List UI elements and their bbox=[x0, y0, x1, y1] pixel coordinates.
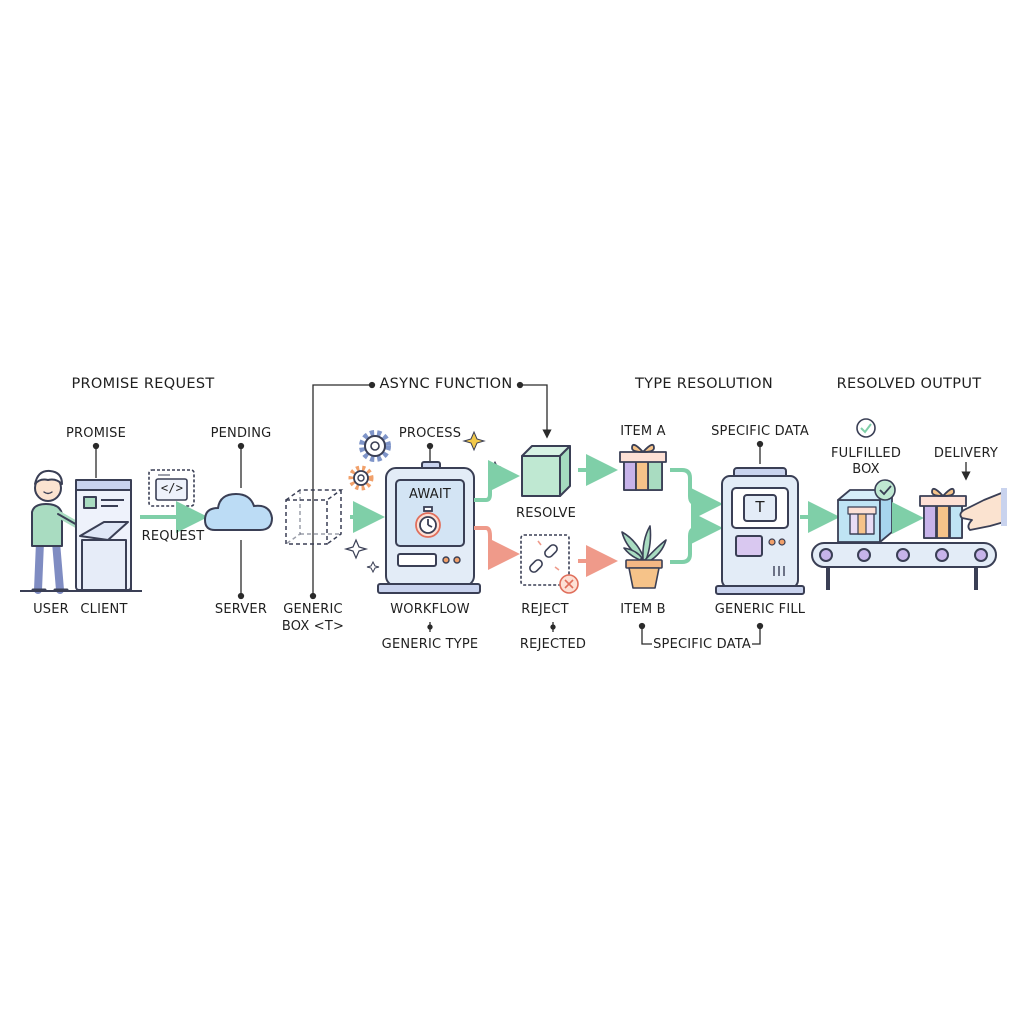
type-parameter-symbol: T bbox=[755, 498, 765, 516]
label-fulfilled-box-line1: FULFILLED bbox=[830, 446, 902, 461]
label-generic-box-line2: BOX <T> bbox=[281, 619, 345, 634]
label-item-a: ITEM A bbox=[620, 424, 666, 439]
code-symbol: </> bbox=[160, 481, 184, 495]
label-server: SERVER bbox=[214, 602, 268, 617]
stopwatch-icon bbox=[415, 506, 441, 538]
item-a-to-fill-arrow bbox=[670, 468, 723, 520]
section-title-resolved-output: RESOLVED OUTPUT bbox=[836, 376, 982, 392]
label-item-b: ITEM B bbox=[620, 602, 666, 617]
gear-icon-orange bbox=[348, 465, 374, 491]
label-user: USER bbox=[33, 602, 69, 617]
label-generic-fill: GENERIC FILL bbox=[714, 602, 806, 617]
label-generic-box-line1: GENERIC bbox=[283, 602, 343, 617]
code-window-icon bbox=[148, 469, 195, 507]
generic-box-icon bbox=[285, 489, 344, 545]
label-rejected: REJECTED bbox=[519, 637, 587, 652]
close-icon bbox=[559, 574, 579, 594]
section-title-async-function: ASYNC FUNCTION bbox=[379, 376, 513, 392]
sparkle-icon bbox=[488, 460, 502, 474]
label-promise: PROMISE bbox=[65, 426, 127, 441]
label-process: PROCESS bbox=[398, 426, 462, 441]
label-fulfilled-box-line2: BOX bbox=[852, 462, 880, 477]
label-generic-type: GENERIC TYPE bbox=[381, 637, 479, 652]
label-resolve: RESOLVE bbox=[515, 506, 577, 521]
label-specific-data-bottom: SPECIFIC DATA bbox=[653, 637, 751, 652]
label-delivery: DELIVERY bbox=[933, 446, 999, 461]
label-specific-data-top: SPECIFIC DATA bbox=[711, 424, 809, 439]
sparkle-icon bbox=[343, 538, 369, 560]
sparkle-icon bbox=[462, 430, 486, 452]
gear-icon-blue bbox=[359, 430, 391, 462]
client-kiosk bbox=[75, 479, 132, 591]
sparkle-icon bbox=[366, 560, 380, 574]
label-workflow: WORKFLOW bbox=[390, 602, 470, 617]
conveyor-belt bbox=[811, 542, 997, 590]
hand-icon bbox=[959, 488, 1007, 531]
plant-icon bbox=[621, 525, 667, 589]
label-pending: PENDING bbox=[210, 426, 272, 441]
resolve-arrow bbox=[474, 460, 520, 502]
label-client: CLIENT bbox=[80, 602, 128, 617]
section-title-promise-request: PROMISE REQUEST bbox=[71, 376, 215, 392]
resolved-cube-icon bbox=[521, 445, 571, 497]
server-cloud-icon bbox=[203, 492, 274, 531]
check-circle-icon bbox=[856, 418, 876, 438]
label-request: REQUEST bbox=[141, 529, 205, 544]
reject-arrow bbox=[474, 526, 520, 570]
label-await: AWAIT bbox=[409, 487, 451, 502]
broken-link-icon bbox=[520, 534, 570, 586]
generic-fill-machine bbox=[715, 467, 805, 595]
delivery-gift-icon bbox=[919, 487, 967, 539]
label-reject: REJECT bbox=[521, 602, 569, 617]
check-circle-icon bbox=[874, 479, 896, 501]
connector-lines bbox=[92, 381, 971, 645]
item-b-to-fill-arrow bbox=[670, 512, 723, 564]
section-title-type-resolution: TYPE RESOLUTION bbox=[635, 376, 773, 392]
gift-icon bbox=[619, 443, 667, 491]
